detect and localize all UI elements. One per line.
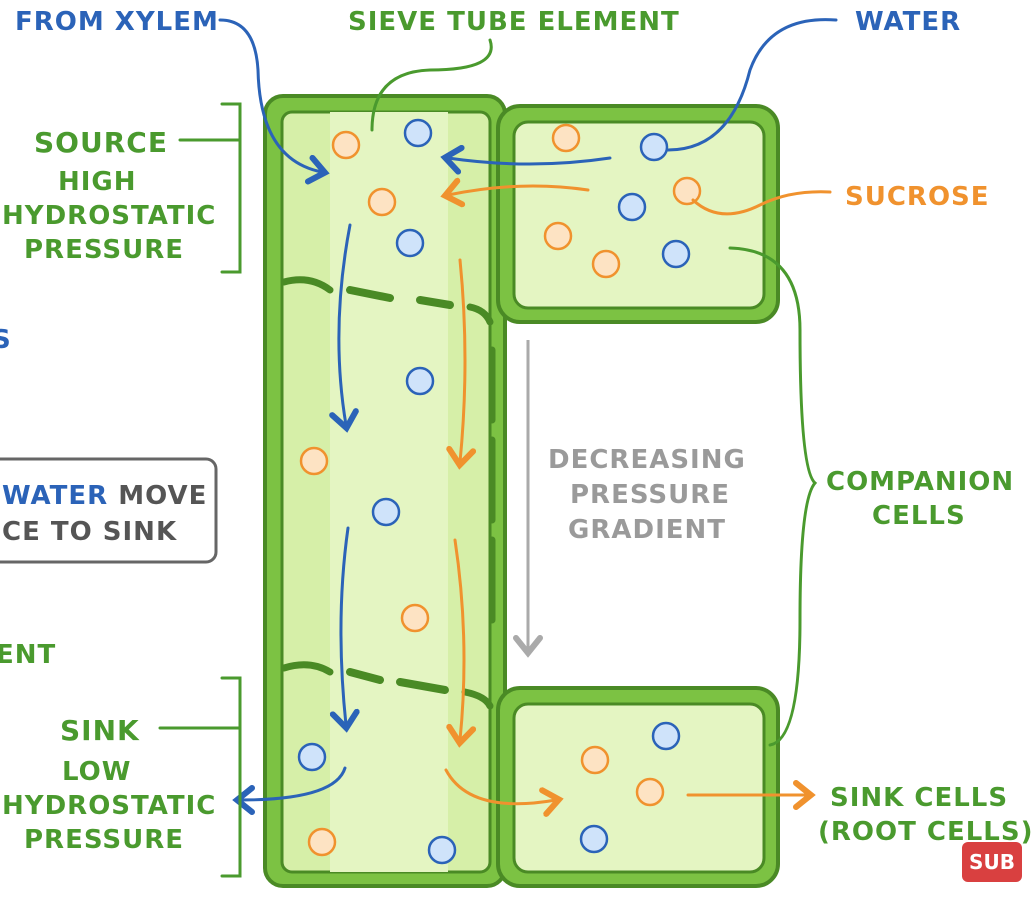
- gradient-label: GRADIENT: [568, 515, 726, 545]
- hydrostatic-label-bottom: HYDROSTATIC: [2, 791, 216, 821]
- sieve-tube-label: SIEVE TUBE ELEMENT: [348, 7, 680, 37]
- cut-ent-label: ENT: [0, 640, 56, 670]
- high-label: HIGH: [58, 167, 137, 197]
- hydrostatic-label-top: HYDROSTATIC: [2, 201, 216, 231]
- sink-cells-label: SINK CELLS: [830, 783, 1008, 813]
- info-box-line-2: CE TO SINK: [2, 517, 177, 547]
- from-xylem-label: FROM XYLEM: [15, 7, 219, 37]
- info-water: WATER: [2, 481, 108, 511]
- info-move: MOVE: [108, 481, 207, 511]
- cells-label: CELLS: [872, 501, 966, 531]
- pressure-gradient-label-1: PRESSURE: [570, 480, 730, 510]
- info-box-line-1: WATER MOVE: [2, 481, 207, 511]
- source-label: SOURCE: [34, 126, 168, 159]
- sub-badge[interactable]: SUB: [962, 842, 1022, 882]
- sucrose-molecules: [299, 123, 702, 857]
- low-label: LOW: [62, 757, 131, 787]
- label-pointers: [158, 38, 818, 878]
- sucrose-label: SUCROSE: [845, 182, 990, 212]
- cut-s-label: S: [0, 325, 12, 355]
- decreasing-label: DECREASING: [548, 445, 746, 475]
- companion-label: COMPANION: [826, 467, 1014, 497]
- sieve-tube: [263, 94, 507, 888]
- info-box: [0, 457, 218, 564]
- pressure-label-top: PRESSURE: [24, 235, 184, 265]
- water-label: WATER: [855, 7, 961, 37]
- sucrose-flow-arrows: [440, 177, 832, 817]
- water-molecules: [297, 118, 691, 865]
- sink-label: SINK: [60, 714, 140, 747]
- pressure-label-bottom: PRESSURE: [24, 825, 184, 855]
- water-flow-arrows: [218, 18, 838, 815]
